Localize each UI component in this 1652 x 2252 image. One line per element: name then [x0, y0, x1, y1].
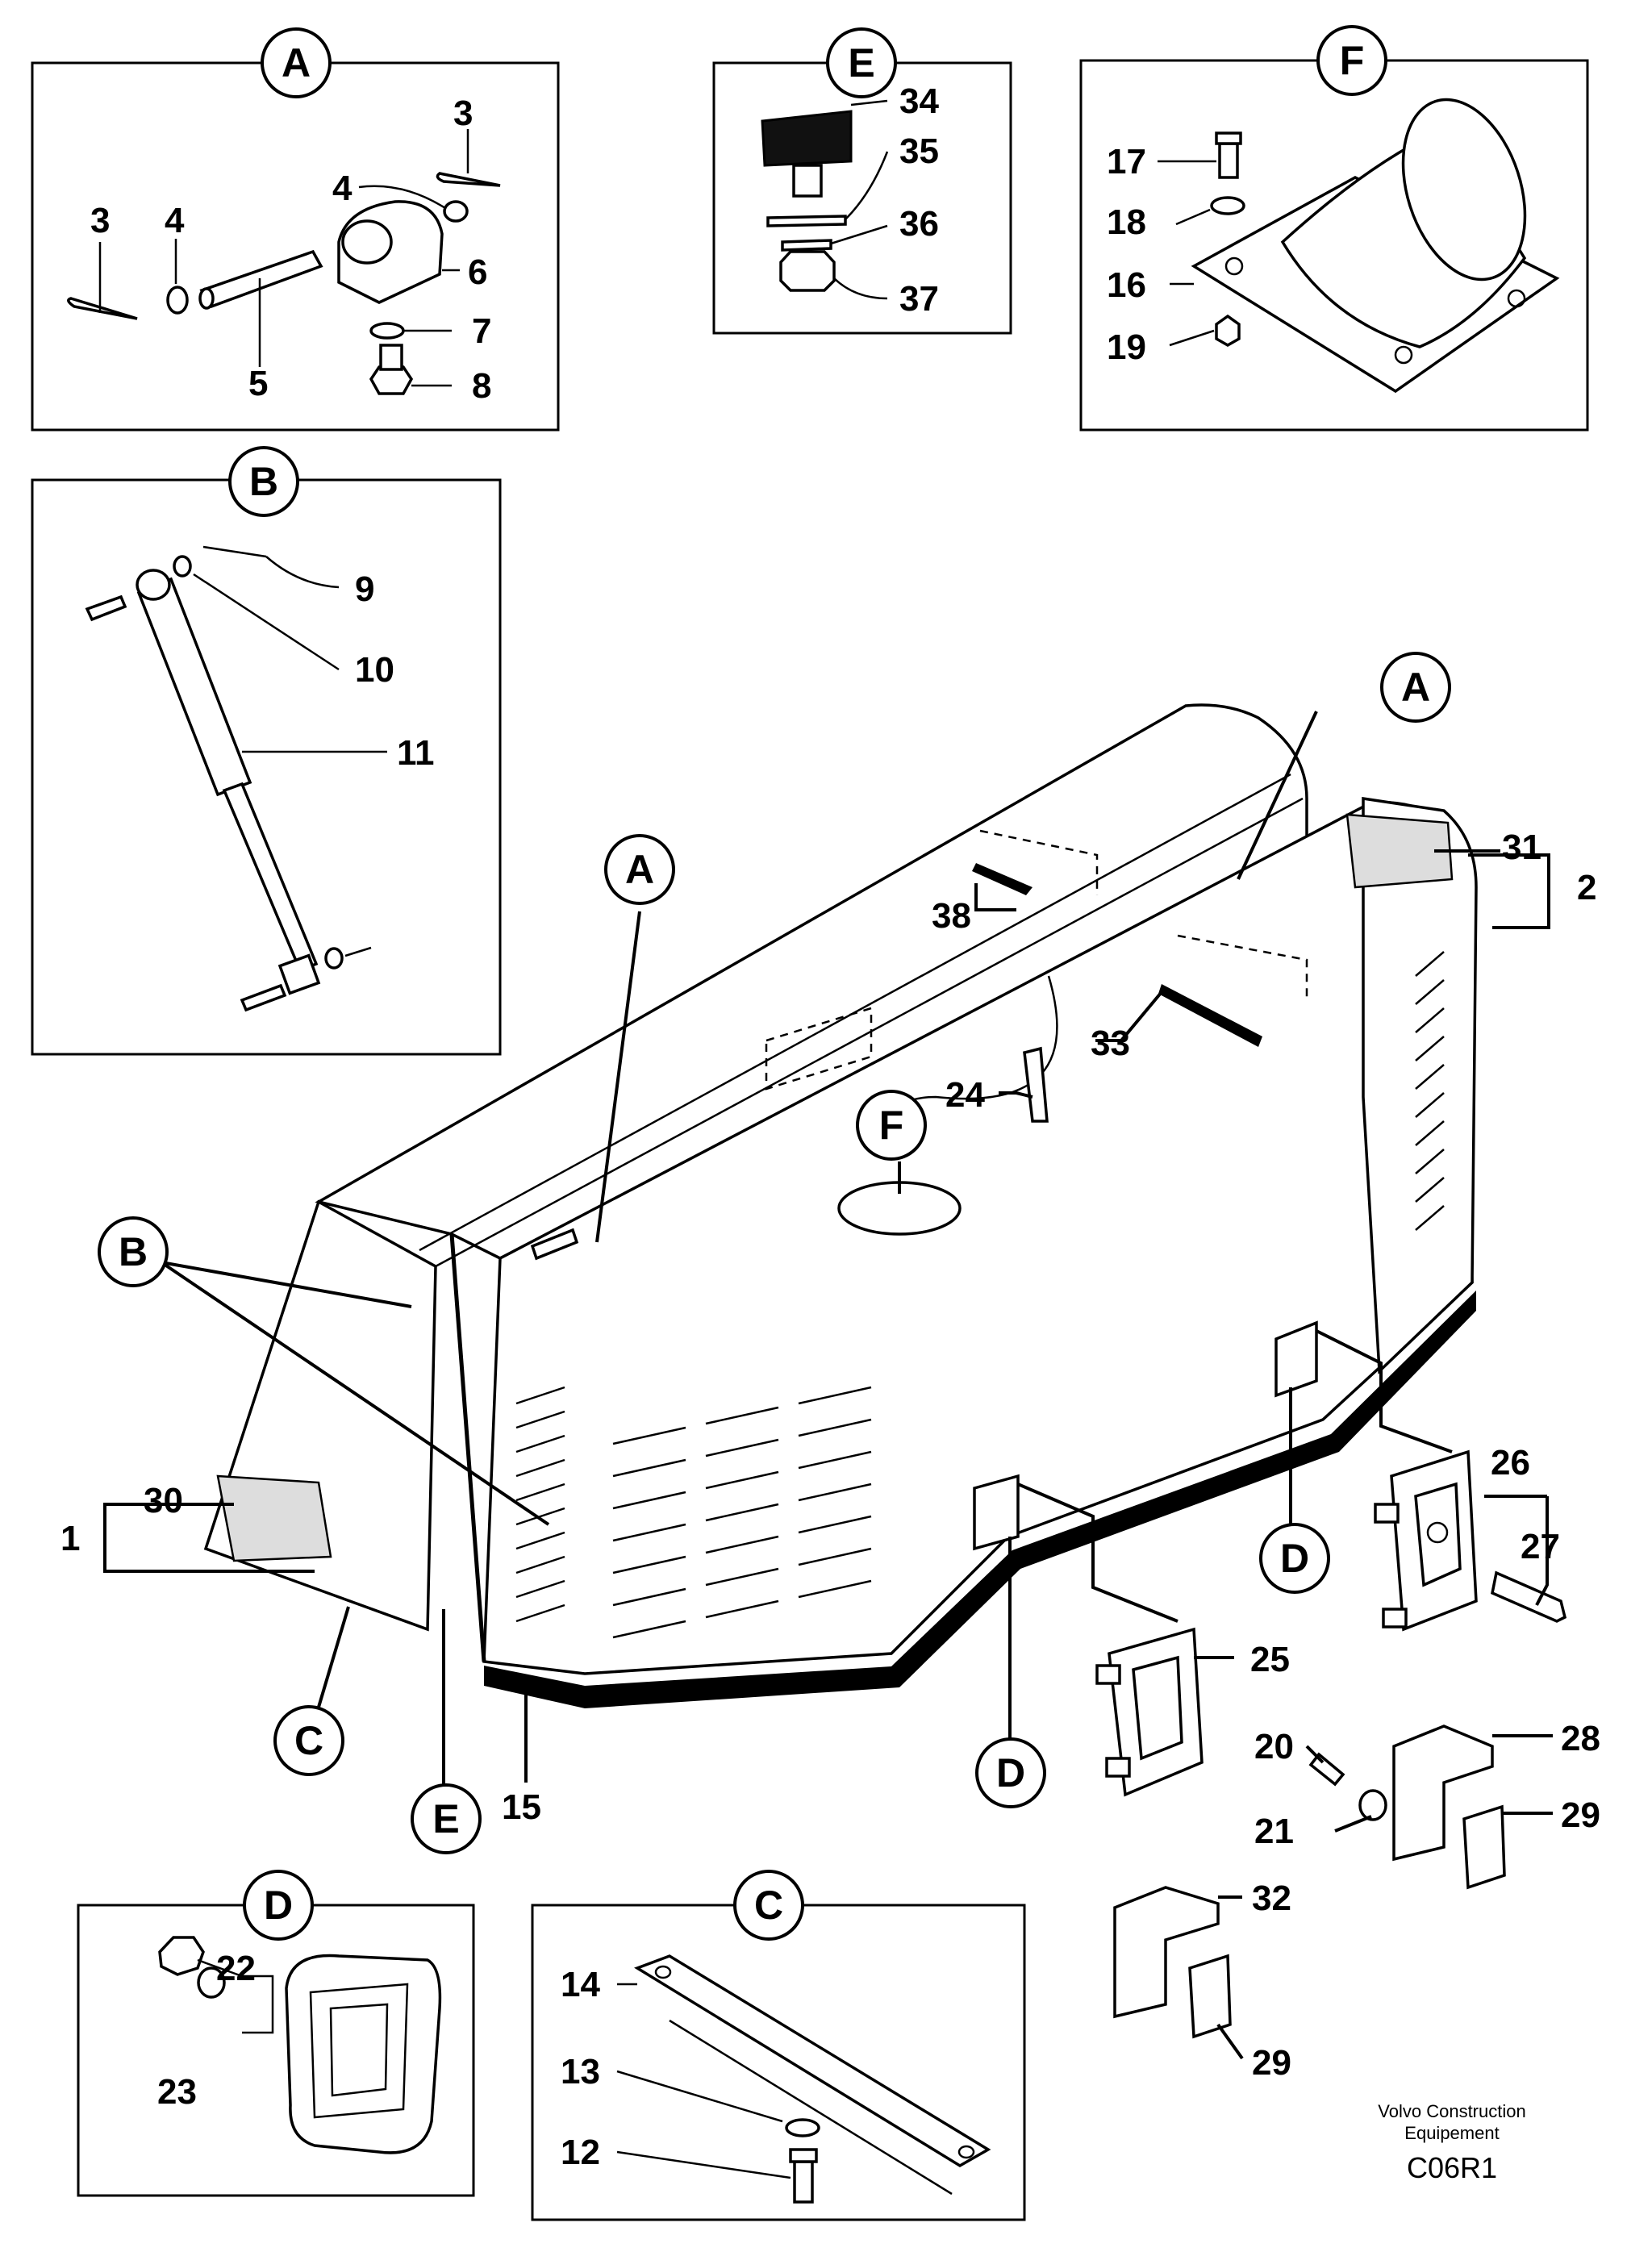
label-30: 30	[144, 1481, 183, 1520]
label-1: 1	[60, 1519, 80, 1558]
label-33: 33	[1091, 1024, 1130, 1063]
label-17: 17	[1107, 142, 1146, 181]
callout-d-left: D	[996, 1750, 1025, 1795]
label-29-top: 29	[1561, 1795, 1600, 1835]
label-23: 23	[157, 2072, 197, 2112]
latch-26	[1374, 1449, 1478, 1632]
callout-f: F	[879, 1103, 904, 1148]
label-20: 20	[1254, 1727, 1294, 1766]
label-12: 12	[561, 2133, 600, 2172]
label-18: 18	[1107, 202, 1146, 242]
detail-f-panel: F 17 18 16 19	[1079, 25, 1589, 432]
detail-b-letter: B	[249, 459, 278, 504]
callout-d-right: D	[1280, 1536, 1309, 1581]
label-35: 35	[899, 131, 939, 171]
detail-c-panel: C 14 13 12	[531, 1870, 1026, 2221]
credit-line-2: Equipement	[1404, 2123, 1499, 2143]
callout-a-left: A	[625, 847, 654, 892]
label-32: 32	[1252, 1879, 1291, 1918]
label-22: 22	[216, 1949, 256, 1988]
label-38: 38	[932, 896, 971, 936]
detail-e-letter: E	[848, 40, 874, 85]
label-16: 16	[1107, 265, 1146, 305]
label-37: 37	[899, 279, 939, 319]
label-14: 14	[561, 1965, 600, 2004]
label-3-right: 3	[453, 94, 473, 133]
label-24: 24	[945, 1075, 985, 1115]
callout-e: E	[432, 1796, 459, 1841]
label-10: 10	[355, 650, 394, 690]
label-13: 13	[561, 2052, 600, 2091]
detail-d-panel: D 22 23	[77, 1870, 475, 2197]
callout-b: B	[119, 1229, 148, 1274]
label-36: 36	[899, 204, 939, 244]
detail-c-letter: C	[754, 1883, 783, 1928]
detail-a-panel: A 3 4 3 4 6 5 7 8	[31, 27, 560, 432]
label-3-left: 3	[90, 201, 110, 240]
label-4-left: 4	[165, 201, 185, 240]
label-28: 28	[1561, 1719, 1600, 1758]
latch-25	[1095, 1627, 1204, 1797]
detail-d-letter: D	[264, 1883, 293, 1928]
detail-a-letter: A	[282, 40, 311, 85]
label-21: 21	[1254, 1812, 1294, 1851]
diagram-code: C06R1	[1407, 2151, 1497, 2184]
engine-hood-assembly	[203, 703, 1478, 1708]
label-19: 19	[1107, 327, 1146, 367]
label-9: 9	[355, 569, 374, 609]
label-29-bottom: 29	[1252, 2043, 1291, 2083]
label-11: 11	[397, 733, 435, 773]
label-34: 34	[899, 81, 939, 121]
label-8: 8	[472, 366, 491, 406]
key-icon	[1491, 1570, 1567, 1623]
label-26: 26	[1491, 1443, 1530, 1483]
callout-c: C	[294, 1718, 323, 1763]
label-31: 31	[1502, 828, 1541, 867]
detail-b-panel: B 9 10 11	[31, 446, 502, 1056]
label-5: 5	[248, 364, 268, 403]
label-27: 27	[1521, 1527, 1560, 1566]
label-4-right: 4	[332, 169, 353, 208]
label-15: 15	[502, 1787, 541, 1827]
label-2: 2	[1577, 868, 1596, 907]
label-25: 25	[1250, 1640, 1290, 1679]
callout-a-right: A	[1401, 665, 1430, 710]
label-7: 7	[472, 311, 491, 351]
credit-line-1: Volvo Construction	[1378, 2101, 1525, 2121]
label-6: 6	[468, 252, 487, 292]
detail-f-letter: F	[1340, 38, 1365, 83]
detail-e-panel: E 34 35 36 37	[712, 27, 1012, 335]
main-leader-lines	[103, 711, 1553, 2060]
